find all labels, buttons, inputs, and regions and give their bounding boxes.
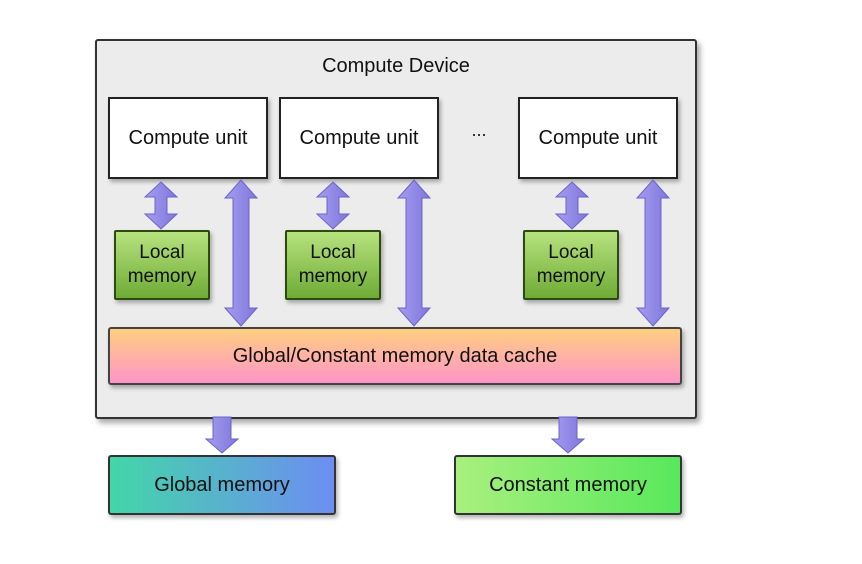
local-memory-3-label: Local memory bbox=[536, 242, 606, 287]
local-memory-2: Local memory bbox=[285, 230, 381, 300]
compute-device-title: Compute Device bbox=[322, 55, 470, 77]
constant-memory-label: Constant memory bbox=[489, 473, 647, 496]
compute-unit-3-label: Compute unit bbox=[538, 126, 658, 149]
compute-unit-1-label: Compute unit bbox=[128, 126, 248, 149]
compute-unit-2: Compute unit bbox=[279, 97, 439, 179]
local-memory-3: Local memory bbox=[523, 230, 619, 300]
constant-memory-box: Constant memory bbox=[454, 455, 682, 515]
global-constant-cache-label: Global/Constant memory data cache bbox=[232, 344, 558, 367]
global-memory-box: Global memory bbox=[108, 455, 336, 515]
local-memory-2-label: Local memory bbox=[298, 242, 368, 287]
global-memory-label: Global memory bbox=[154, 473, 290, 496]
compute-unit-2-label: Compute unit bbox=[299, 126, 419, 149]
local-memory-1: Local memory bbox=[114, 230, 210, 300]
ellipsis: ... bbox=[471, 120, 487, 140]
compute-unit-3: Compute unit bbox=[518, 97, 678, 179]
to-global-memory-arrow bbox=[204, 416, 240, 454]
compute-unit-1: Compute unit bbox=[108, 97, 268, 179]
local-memory-1-label: Local memory bbox=[127, 242, 197, 287]
to-constant-memory-arrow bbox=[550, 416, 586, 454]
global-constant-cache: Global/Constant memory data cache bbox=[108, 327, 682, 385]
